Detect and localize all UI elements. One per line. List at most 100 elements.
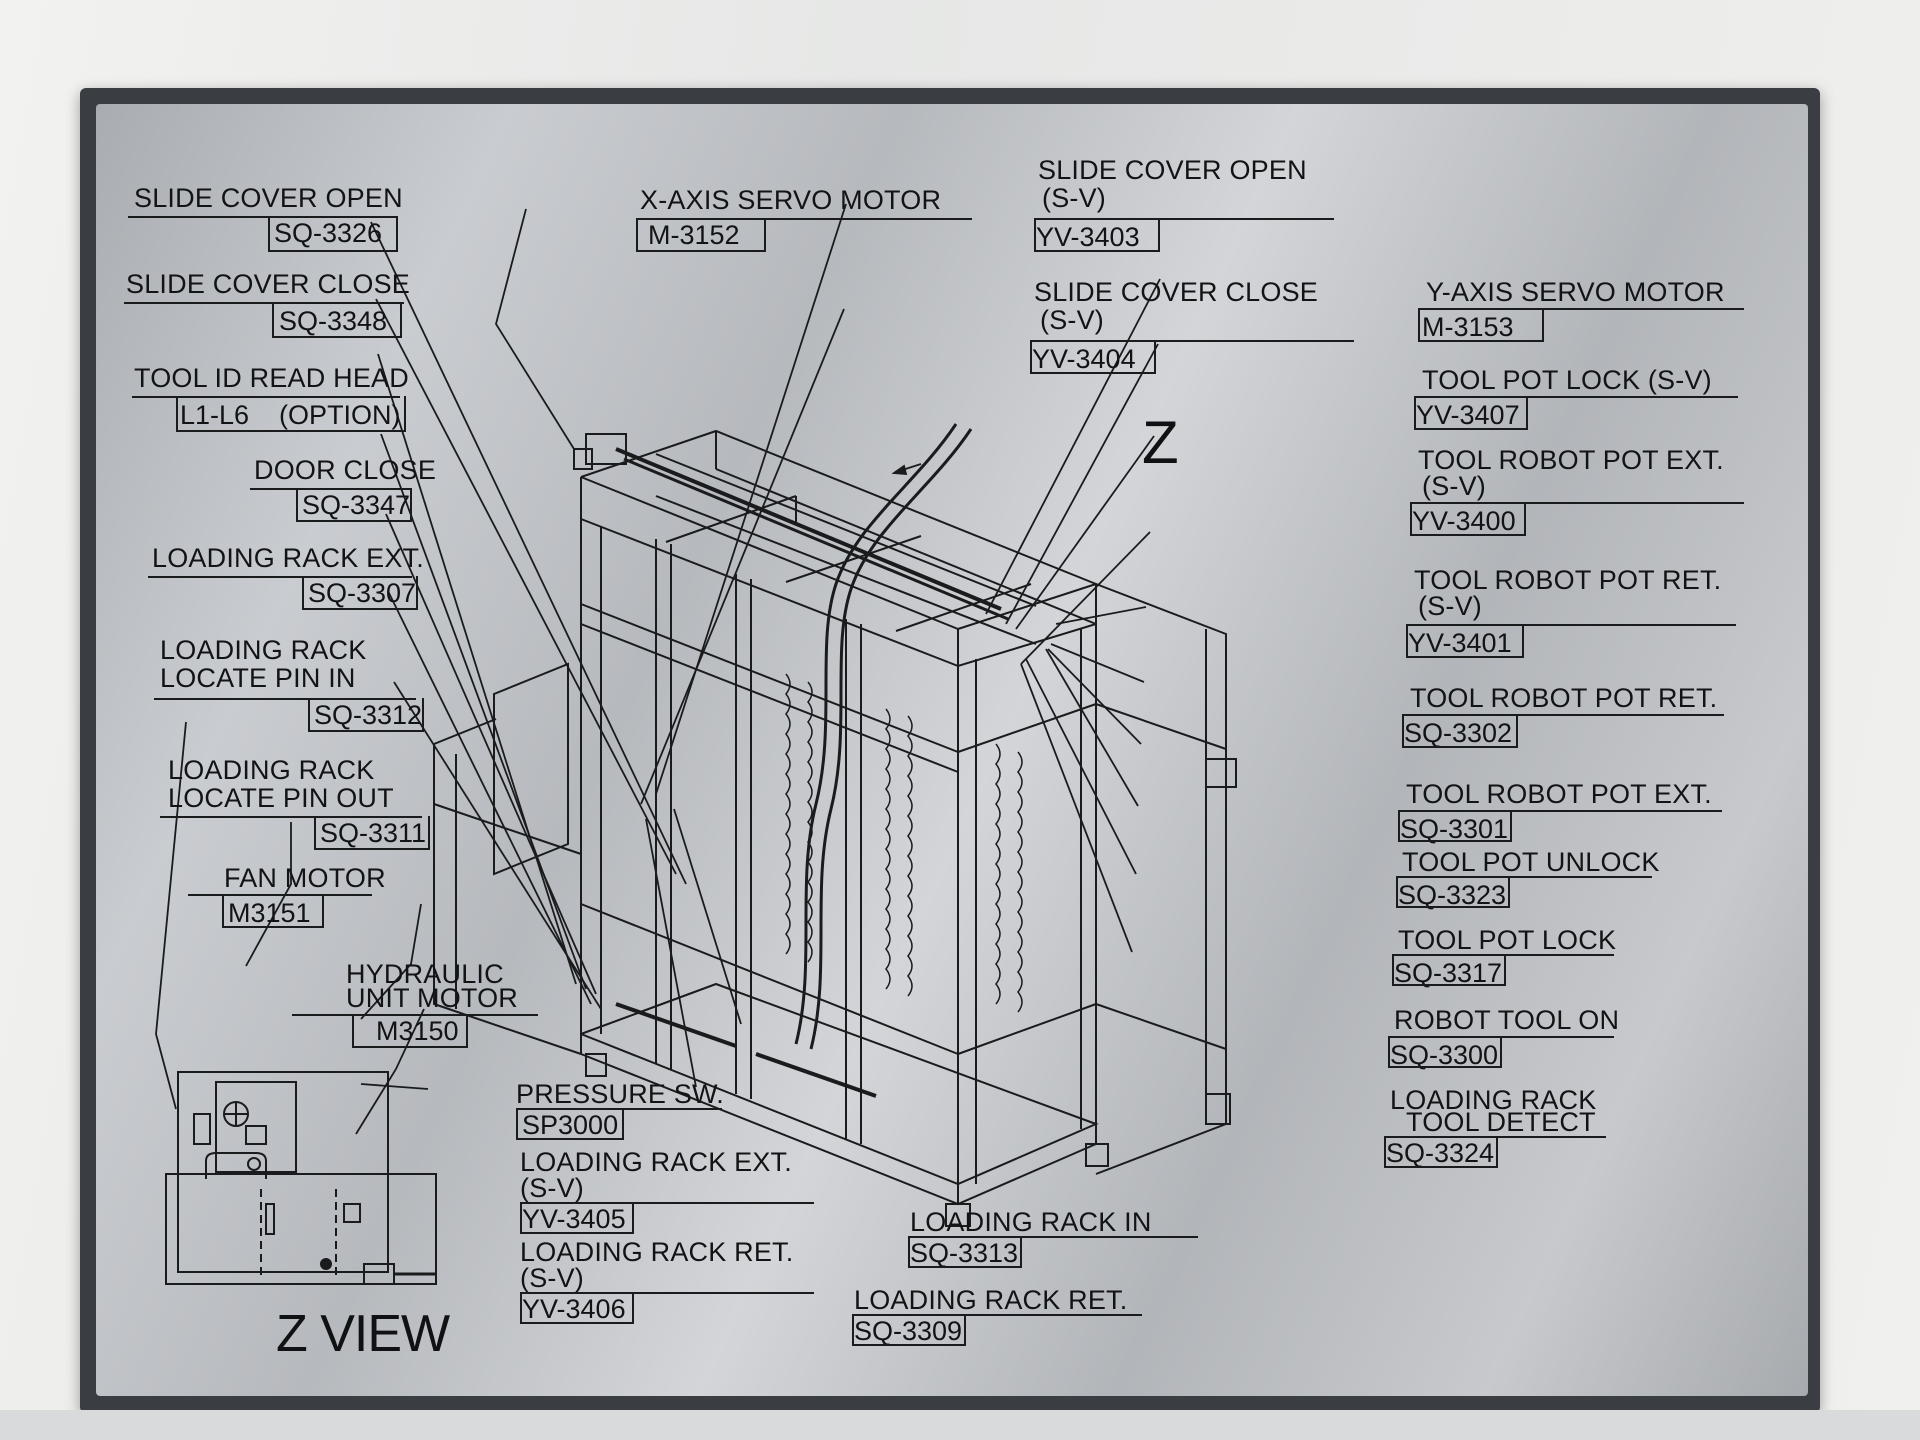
underline-rule bbox=[908, 1236, 1198, 1238]
code-m3151: M3151 bbox=[228, 898, 311, 928]
underline-rule bbox=[148, 576, 412, 578]
label-y-axis-servo-motor: Y-AXIS SERVO MOTOR bbox=[1426, 277, 1725, 307]
underline-rule bbox=[1402, 714, 1724, 716]
code-sq3317: SQ-3317 bbox=[1394, 958, 1503, 988]
underline-rule bbox=[1030, 340, 1354, 342]
rack-frame-drawing bbox=[433, 423, 1237, 1227]
code-box bbox=[520, 1292, 634, 1324]
underline-rule bbox=[132, 396, 400, 398]
diagram-drawing bbox=[155, 203, 1237, 1285]
underline-rule bbox=[154, 698, 416, 700]
code-sq3326: SQ-3326 bbox=[274, 218, 383, 248]
code-m3152: M-3152 bbox=[648, 220, 740, 250]
label-tool-robot-pot-ext: TOOL ROBOT POT EXT. bbox=[1406, 779, 1712, 809]
underline-rule bbox=[520, 1202, 814, 1204]
code-box bbox=[1414, 396, 1528, 430]
z-view-title: Z VIEW bbox=[276, 1305, 450, 1363]
underline-rule bbox=[1034, 218, 1334, 220]
hydraulic-unit-drawing bbox=[165, 1071, 437, 1285]
code-box bbox=[314, 816, 430, 850]
code-yv3400: YV-3400 bbox=[1412, 506, 1516, 536]
code-yv3406: YV-3406 bbox=[522, 1294, 626, 1324]
label-loading-rack-ext-sv-2: (S-V) bbox=[520, 1173, 584, 1203]
code-box bbox=[1030, 340, 1156, 374]
code-yv3407: YV-3407 bbox=[1416, 400, 1520, 430]
underline-rule bbox=[1406, 624, 1736, 626]
code-box bbox=[1034, 218, 1160, 252]
label-hydraulic-unit-motor-2: UNIT MOTOR bbox=[346, 983, 519, 1013]
code-box bbox=[302, 576, 418, 610]
code-sq3313: SQ-3313 bbox=[910, 1238, 1019, 1268]
code-sq3323: SQ-3323 bbox=[1398, 880, 1507, 910]
underline-rule bbox=[1418, 308, 1744, 310]
label-tool-pot-unlock: TOOL POT UNLOCK bbox=[1402, 847, 1660, 877]
underline-rule bbox=[250, 488, 410, 490]
code-m3153: M-3153 bbox=[1422, 312, 1514, 342]
label-slide-cover-open-sv: SLIDE COVER OPEN bbox=[1038, 155, 1307, 185]
code-box bbox=[222, 894, 324, 928]
code-sq3300: SQ-3300 bbox=[1390, 1040, 1499, 1070]
label-loading-rack-tool-detect-2: TOOL DETECT bbox=[1406, 1107, 1596, 1137]
label-slide-cover-close-sv: SLIDE COVER CLOSE bbox=[1034, 277, 1318, 307]
code-box bbox=[1410, 502, 1526, 536]
leader-lines bbox=[155, 203, 1161, 1135]
code-box bbox=[520, 1202, 634, 1234]
underline-rule bbox=[520, 1292, 814, 1294]
label-tool-robot-pot-ret: TOOL ROBOT POT RET. bbox=[1410, 683, 1718, 713]
code-box bbox=[1418, 308, 1544, 342]
underline-rule bbox=[1392, 954, 1614, 956]
code-sq3307: SQ-3307 bbox=[308, 578, 417, 608]
cabinet-bottom-edge bbox=[0, 1410, 1920, 1440]
label-loading-rack-locate-pin-in-2: LOCATE PIN IN bbox=[160, 663, 356, 693]
code-sq3324: SQ-3324 bbox=[1386, 1138, 1495, 1168]
code-yv3403: YV-3403 bbox=[1036, 222, 1140, 252]
underline-rule bbox=[160, 816, 422, 818]
code-yv3405: YV-3405 bbox=[522, 1204, 626, 1234]
underline-rule bbox=[1396, 876, 1652, 878]
label-slide-cover-close-sv-2: (S-V) bbox=[1040, 305, 1104, 335]
underline-rule bbox=[852, 1314, 1142, 1316]
code-box bbox=[1398, 810, 1512, 842]
code-box bbox=[176, 396, 406, 432]
label-fan-motor: FAN MOTOR bbox=[224, 863, 386, 893]
code-box bbox=[296, 488, 412, 522]
code-box bbox=[852, 1314, 966, 1346]
label-loading-rack-ret-sv: LOADING RACK RET. bbox=[520, 1237, 794, 1267]
underline-rule bbox=[1398, 810, 1722, 812]
label-loading-rack-locate-pin-in: LOADING RACK bbox=[160, 635, 367, 665]
underline-rule bbox=[1410, 502, 1744, 504]
code-sq3312: SQ-3312 bbox=[314, 700, 423, 730]
underline-rule bbox=[1384, 1136, 1606, 1138]
label-door-close: DOOR CLOSE bbox=[254, 455, 437, 485]
label-tool-robot-pot-ret-sv-2: (S-V) bbox=[1418, 591, 1482, 621]
underline-rule bbox=[124, 302, 404, 304]
code-box bbox=[1406, 624, 1524, 658]
code-yv3401: YV-3401 bbox=[1408, 628, 1512, 658]
label-loading-rack-tool-detect: LOADING RACK bbox=[1390, 1085, 1597, 1115]
label-tool-pot-lock: TOOL POT LOCK bbox=[1398, 925, 1617, 955]
code-sq3301: SQ-3301 bbox=[1400, 814, 1509, 844]
label-slide-cover-open: SLIDE COVER OPEN bbox=[134, 183, 403, 213]
nameplate: SLIDE COVER OPEN SQ-3326 SLIDE COVER CLO… bbox=[96, 104, 1808, 1396]
code-sp3000: SP3000 bbox=[522, 1110, 619, 1140]
label-loading-rack-ext-sv: LOADING RACK EXT. bbox=[520, 1147, 792, 1177]
label-x-axis-servo-motor: X-AXIS SERVO MOTOR bbox=[640, 185, 942, 215]
label-tool-id-read-head: TOOL ID READ HEAD bbox=[134, 363, 409, 393]
code-box bbox=[1392, 954, 1506, 986]
code-box bbox=[352, 1014, 468, 1048]
label-robot-tool-on: ROBOT TOOL ON bbox=[1394, 1005, 1620, 1035]
underline-rule bbox=[188, 894, 372, 896]
code-sq3347: SQ-3347 bbox=[302, 490, 411, 520]
label-pressure-sw: PRESSURE SW. bbox=[516, 1079, 724, 1109]
label-loading-rack-locate-pin-out: LOADING RACK bbox=[168, 755, 375, 785]
z-direction-marker: Z bbox=[1142, 409, 1179, 476]
label-tool-robot-pot-ext-sv-2: (S-V) bbox=[1422, 471, 1486, 501]
underline-rule bbox=[636, 218, 972, 220]
code-box bbox=[1396, 876, 1510, 908]
code-box bbox=[1388, 1036, 1502, 1068]
code-box bbox=[268, 216, 398, 252]
code-sq3348: SQ-3348 bbox=[279, 306, 388, 336]
label-tool-pot-lock-sv: TOOL POT LOCK (S-V) bbox=[1422, 365, 1712, 395]
code-m3150: M3150 bbox=[376, 1016, 459, 1046]
code-yv3404: YV-3404 bbox=[1032, 344, 1136, 374]
